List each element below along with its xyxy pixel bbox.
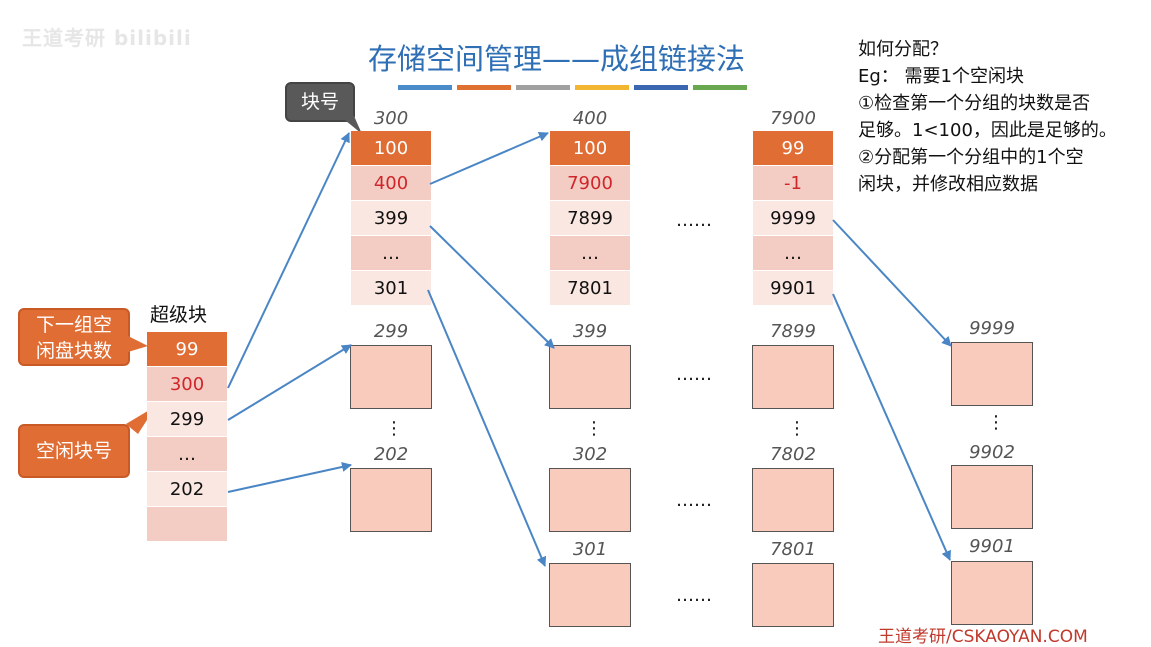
arrow-superblock-to-299 — [227, 344, 352, 421]
callout-next-group-pointer — [128, 336, 148, 352]
block-label: 9999 — [969, 318, 1015, 339]
note-example: Eg： 需要1个空闲块 — [858, 66, 1024, 87]
horizontal-ellipsis: …… — [676, 210, 712, 231]
group-cell: … — [753, 236, 833, 270]
free-block — [951, 561, 1033, 625]
block-label: 7802 — [770, 444, 816, 465]
slide-title: 存储空间管理——成组链接法 — [368, 42, 746, 76]
group-cell: … — [351, 236, 431, 270]
block-label: 7899 — [770, 321, 816, 342]
group-cell: … — [550, 236, 630, 270]
superblock-cell: 299 — [147, 402, 227, 436]
free-block — [350, 468, 432, 532]
superblock-cell: 202 — [147, 472, 227, 506]
note-step2-line1: ②分配第一个分组中的1个空 — [858, 147, 1084, 168]
title-bar-6 — [693, 85, 747, 90]
horizontal-ellipsis: …… — [676, 364, 712, 385]
group-count-cell: 100 — [550, 131, 630, 165]
group-cell: 9999 — [753, 201, 833, 235]
arrow-superblock-to-300 — [227, 132, 350, 389]
footer-brand: 王道考研/CSKAOYAN.COM — [878, 627, 1088, 647]
block-label: 9901 — [969, 536, 1015, 557]
group-next-cell: 400 — [351, 166, 431, 200]
block-label: 7801 — [770, 539, 816, 560]
callout-block-number-pointer — [340, 116, 362, 134]
arrow-superblock-to-202 — [227, 462, 352, 493]
free-block — [752, 563, 834, 627]
arrow-301-to-block301 — [427, 289, 547, 567]
free-block — [549, 468, 631, 532]
block-label: 399 — [572, 321, 608, 342]
vertical-ellipsis: ⋮ — [585, 418, 603, 439]
note-step1-line1: ①检查第一个分组的块数是否 — [858, 93, 1091, 114]
group-cell: 399 — [351, 201, 431, 235]
arrow-9999-to-block9999 — [832, 219, 952, 347]
free-block — [951, 342, 1033, 406]
title-bar-4 — [575, 85, 629, 90]
superblock-cell: … — [147, 437, 227, 471]
link-arrows — [227, 131, 952, 567]
callout-free-block-number: 空闲块号 — [18, 424, 130, 478]
free-block — [350, 345, 432, 409]
free-block — [951, 465, 1033, 529]
callout-next-group-count: 下一组空 闲盘块数 — [18, 308, 130, 366]
group-next-cell: 7900 — [550, 166, 630, 200]
superblock-count-cell: 99 — [147, 332, 227, 366]
group-address-label: 300 — [373, 108, 409, 129]
arrow-399-to-block399 — [429, 225, 555, 349]
free-block — [752, 468, 834, 532]
vertical-ellipsis: ⋮ — [987, 412, 1005, 433]
horizontal-ellipsis: …… — [676, 490, 712, 511]
free-block — [549, 345, 631, 409]
group-address-label: 400 — [572, 108, 608, 129]
group-count-cell: 99 — [753, 131, 833, 165]
vertical-ellipsis: ⋮ — [385, 418, 403, 439]
note-question: 如何分配？ — [858, 39, 948, 60]
note-step2-line2: 闲块，并修改相应数据 — [858, 174, 1038, 195]
group-cell: 7899 — [550, 201, 630, 235]
block-label: 302 — [572, 444, 608, 465]
group-cell: 9901 — [753, 271, 833, 305]
group-cell: 7801 — [550, 271, 630, 305]
free-block — [752, 345, 834, 409]
watermark: 王道考研 bilibili — [22, 26, 192, 50]
callout-next-line1: 下一组空 — [35, 314, 112, 336]
title-bar-1 — [398, 85, 452, 90]
superblock-cell — [147, 507, 227, 541]
title-bar-5 — [634, 85, 688, 90]
group-cell: 301 — [351, 271, 431, 305]
horizontal-ellipsis: …… — [676, 585, 712, 606]
superblock-label: 超级块 — [150, 304, 208, 326]
group-next-cell: -1 — [753, 166, 833, 200]
block-label: 299 — [373, 321, 409, 342]
title-bar-3 — [516, 85, 570, 90]
callout-next-line2: 闲盘块数 — [35, 340, 112, 362]
group-address-label: 7900 — [770, 108, 816, 129]
allocation-notes: 如何分配？ Eg： 需要1个空闲块 ①检查第一个分组的块数是否 足够。1<100… — [858, 36, 1148, 198]
superblock-next-group-cell: 300 — [147, 367, 227, 401]
vertical-ellipsis: ⋮ — [788, 418, 806, 439]
block-label: 202 — [373, 444, 409, 465]
block-label: 9902 — [969, 442, 1015, 463]
arrow-300-to-400 — [429, 131, 549, 185]
note-step1-line2: 足够。1<100，因此是足够的。 — [858, 120, 1117, 141]
title-bar-2 — [457, 85, 511, 90]
group-count-cell: 100 — [351, 131, 431, 165]
arrow-9901-to-block9901 — [832, 293, 951, 561]
block-label: 301 — [572, 539, 608, 560]
callout-block-number: 块号 — [285, 82, 355, 122]
free-block — [549, 563, 631, 627]
